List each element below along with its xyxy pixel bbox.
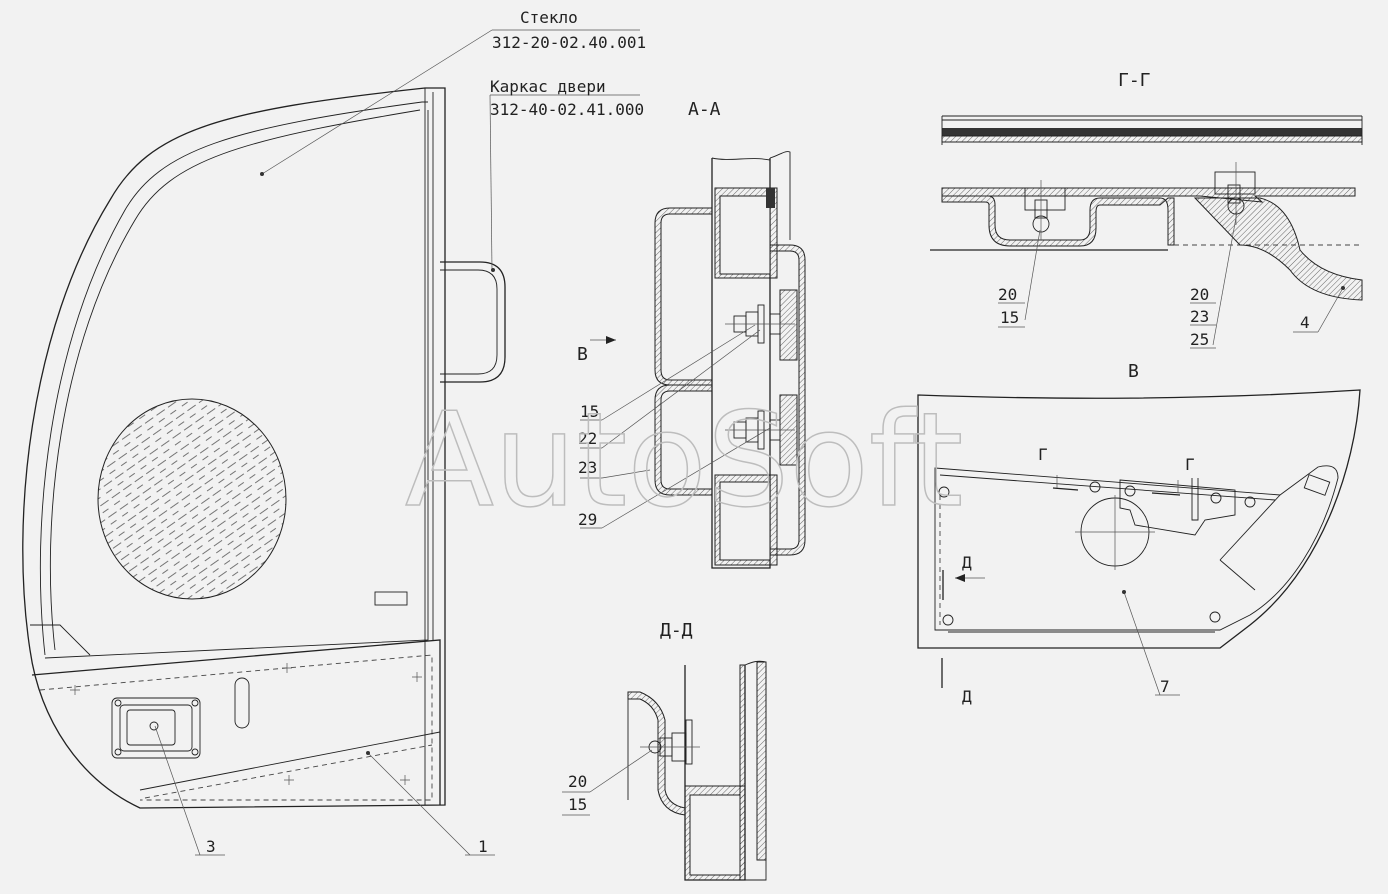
gg-right-position-bottom: 25: [1190, 330, 1209, 349]
gg-right-position-top: 20: [1190, 285, 1209, 304]
heater-circle: [97, 398, 287, 600]
section-aa-title: А-А: [688, 99, 721, 120]
section-dd-title: Д-Д: [660, 620, 693, 641]
gg-left-position-top: 20: [998, 285, 1017, 304]
cut-d-bottom-label: Д: [962, 687, 972, 706]
section-aa: [580, 151, 806, 569]
position-1-label: 1: [478, 837, 488, 856]
aa-position-15: 15: [580, 402, 599, 421]
section-gg: [930, 115, 1363, 349]
aa-position-29: 29: [578, 510, 597, 529]
glass-name-label: Стекло: [520, 8, 578, 27]
position-4-label: 4: [1300, 313, 1310, 332]
aa-position-23: 23: [578, 458, 597, 477]
frame-name-label: Каркас двери: [490, 77, 606, 96]
view-b: [917, 389, 1361, 696]
arrow-b-label: В: [577, 344, 588, 365]
dd-position-bottom: 15: [568, 795, 587, 814]
cut-g-left-label: Г: [1038, 445, 1048, 464]
door-main-view: [22, 29, 640, 856]
view-b-title: В: [1128, 361, 1139, 382]
cut-g-right-label: Г: [1185, 455, 1195, 474]
section-gg-title: Г-Г: [1118, 70, 1151, 91]
gg-right-position-mid: 23: [1190, 307, 1209, 326]
position-3-label: 3: [206, 837, 216, 856]
watermark-text: AutoSoft: [405, 384, 963, 536]
section-dd: [562, 660, 767, 881]
cut-d-top-label: Д: [962, 553, 972, 572]
position-7-label: 7: [1160, 677, 1170, 696]
gg-left-position-bottom: 15: [1000, 308, 1019, 327]
frame-code-label: 312-40-02.41.000: [490, 100, 644, 119]
aa-position-22: 22: [578, 429, 597, 448]
dd-position-top: 20: [568, 772, 587, 791]
glass-code-label: 312-20-02.40.001: [492, 33, 646, 52]
